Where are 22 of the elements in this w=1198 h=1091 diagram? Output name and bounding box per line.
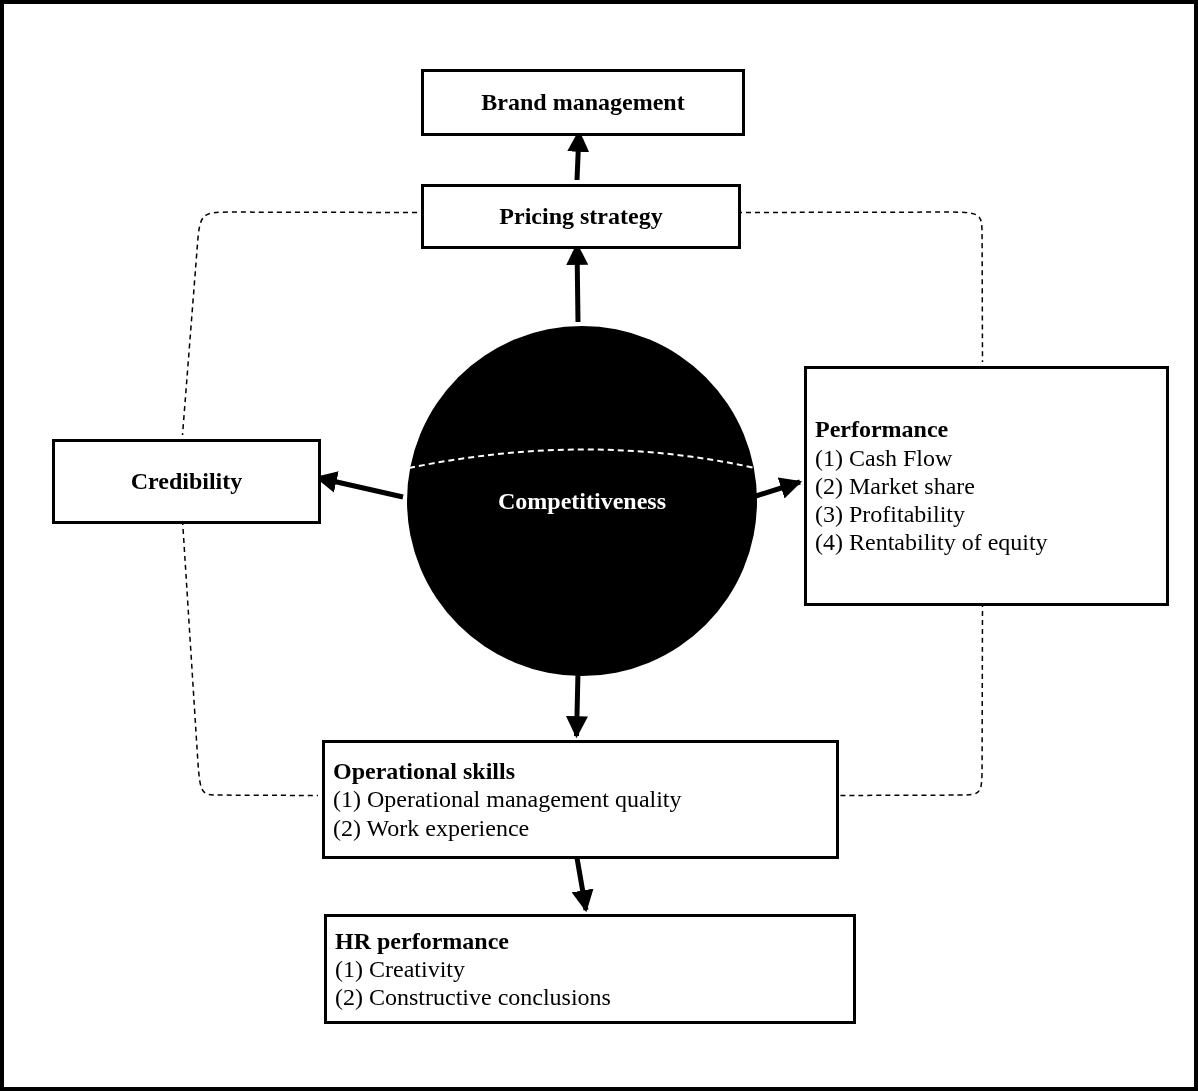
box-heading: Operational skills: [333, 757, 517, 786]
process-box: [52, 439, 321, 524]
box-heading: Competitiveness: [498, 486, 666, 516]
list-item: (2) Market share: [815, 471, 976, 501]
box-heading: Performance: [815, 415, 950, 444]
box-heading: Credibility: [130, 467, 243, 496]
dashed-connector: [181, 211, 418, 436]
box-heading: Pricing strategy: [499, 202, 663, 231]
list-item: (1) Cash Flow: [815, 443, 954, 472]
box-heading: Brand management: [481, 88, 685, 117]
list-item: (3) Profitability: [815, 500, 966, 529]
list-item: (1) Creativity: [335, 954, 466, 984]
process-box: [804, 366, 1169, 606]
process-box: [322, 740, 839, 859]
process-box: [324, 914, 856, 1024]
list-item: (1) Operational management quality: [333, 785, 683, 814]
list-item: (2) Constructive conclusions: [335, 983, 612, 1012]
process-box: [421, 69, 745, 136]
list-item: (4) Rentability of equity: [815, 528, 1049, 557]
list-item: (2) Work experience: [333, 813, 531, 842]
process-box: [421, 184, 741, 249]
box-heading: HR performance: [335, 926, 510, 955]
